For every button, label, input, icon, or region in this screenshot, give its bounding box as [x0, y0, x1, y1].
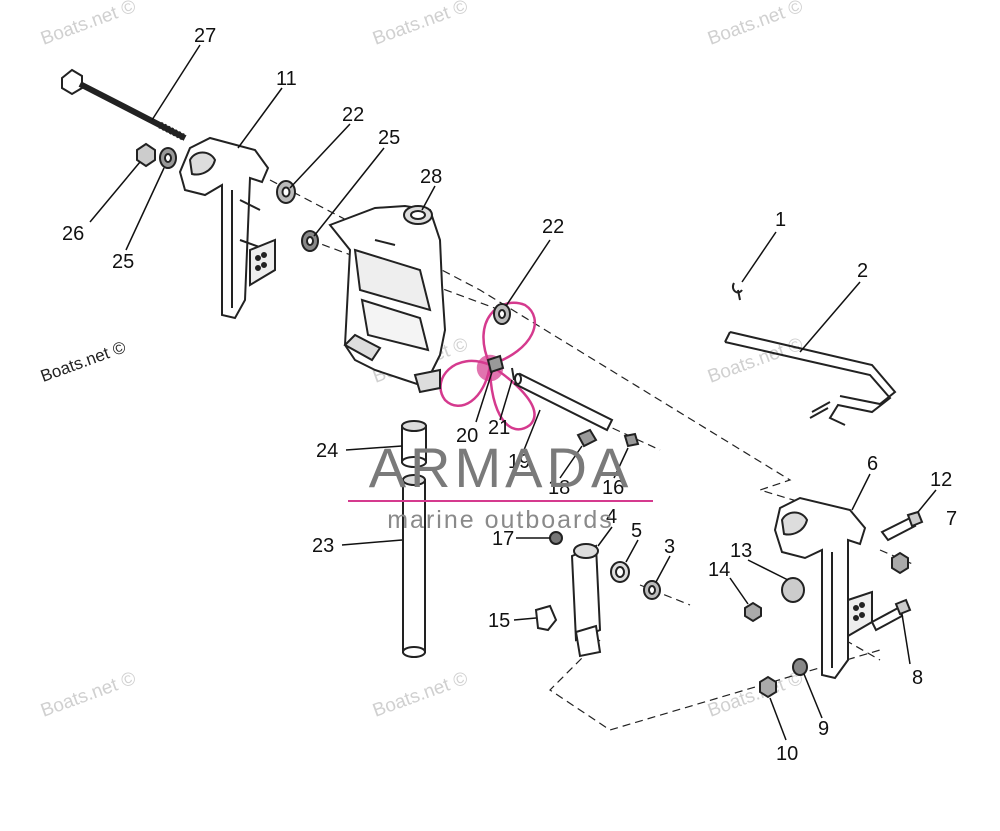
part-19-tilt-tube	[513, 372, 614, 432]
part-27-long-bolt	[61, 68, 187, 142]
callout-14: 14	[708, 559, 730, 581]
part-12-bolt	[880, 510, 924, 542]
part-22-washer-upper	[276, 180, 296, 204]
part-20-fitting	[486, 354, 505, 374]
callout-27: 27	[194, 25, 216, 47]
brand-divider	[348, 500, 653, 502]
part-6-clamp-bracket	[773, 496, 873, 680]
callout-22-upper: 22	[342, 104, 364, 126]
brand-title: ARMADA	[368, 436, 633, 499]
part-15-bolt	[534, 604, 558, 632]
part-2-tilt-rod	[724, 331, 897, 426]
callout-11: 11	[276, 68, 297, 90]
callout-19: 19	[508, 451, 530, 473]
callout-25-lower: 25	[112, 251, 134, 273]
part-11-clamp-bracket	[178, 136, 276, 320]
part-9-washer	[792, 658, 808, 676]
callout-21: 21	[488, 417, 510, 439]
callout-25-upper: 25	[378, 127, 400, 149]
part-13-plate	[781, 577, 805, 603]
callout-18: 18	[548, 477, 570, 499]
part-28-swivel-bracket	[328, 204, 447, 394]
callout-9: 9	[818, 718, 829, 740]
part-5-collar	[610, 561, 630, 583]
callout-26: 26	[62, 223, 84, 245]
callout-17: 17	[492, 528, 514, 550]
callout-8: 8	[912, 667, 923, 689]
callout-1: 1	[775, 209, 786, 231]
brand-logo: ARMADA marine outboards	[348, 438, 653, 535]
callout-22-middle: 22	[542, 216, 564, 238]
callout-16: 16	[602, 477, 624, 499]
part-26-nut	[136, 142, 156, 168]
part-22-washer-middle	[493, 303, 511, 325]
callout-24: 24	[316, 440, 338, 462]
part-21-pin	[511, 367, 515, 381]
part-10-nut	[759, 675, 777, 699]
part-24-bushing	[401, 420, 427, 468]
callout-labels: 1 2 3 4 5 6 7 8 9 10 11 12 13 14 15 16 1…	[62, 25, 957, 765]
part-25-washer	[159, 147, 177, 169]
callout-12: 12	[930, 469, 952, 491]
callout-28: 28	[420, 166, 442, 188]
callout-23: 23	[312, 535, 334, 557]
callout-15: 15	[488, 610, 510, 632]
callout-20: 20	[456, 425, 478, 447]
callout-13: 13	[730, 540, 752, 562]
callout-10: 10	[776, 743, 798, 765]
part-7-nut	[891, 551, 909, 575]
callout-6: 6	[867, 453, 878, 475]
callout-4: 4	[606, 506, 617, 528]
callout-7: 7	[946, 508, 957, 530]
propeller-logo	[439, 301, 536, 431]
part-14-nut	[744, 601, 762, 623]
callout-2: 2	[857, 260, 868, 282]
part-1-cotter-pin	[732, 282, 743, 301]
part-18-grease-fitting	[576, 428, 598, 448]
leader-lines	[89, 44, 937, 741]
callout-5: 5	[631, 520, 642, 542]
part-4-gas-damper	[570, 543, 602, 658]
brand-subtitle: marine outboards	[387, 506, 614, 534]
part-16-grease-fitting	[623, 432, 640, 448]
part-23-swivel-pipe	[402, 474, 426, 658]
part-3-washer	[643, 580, 661, 600]
callout-3: 3	[664, 536, 675, 558]
